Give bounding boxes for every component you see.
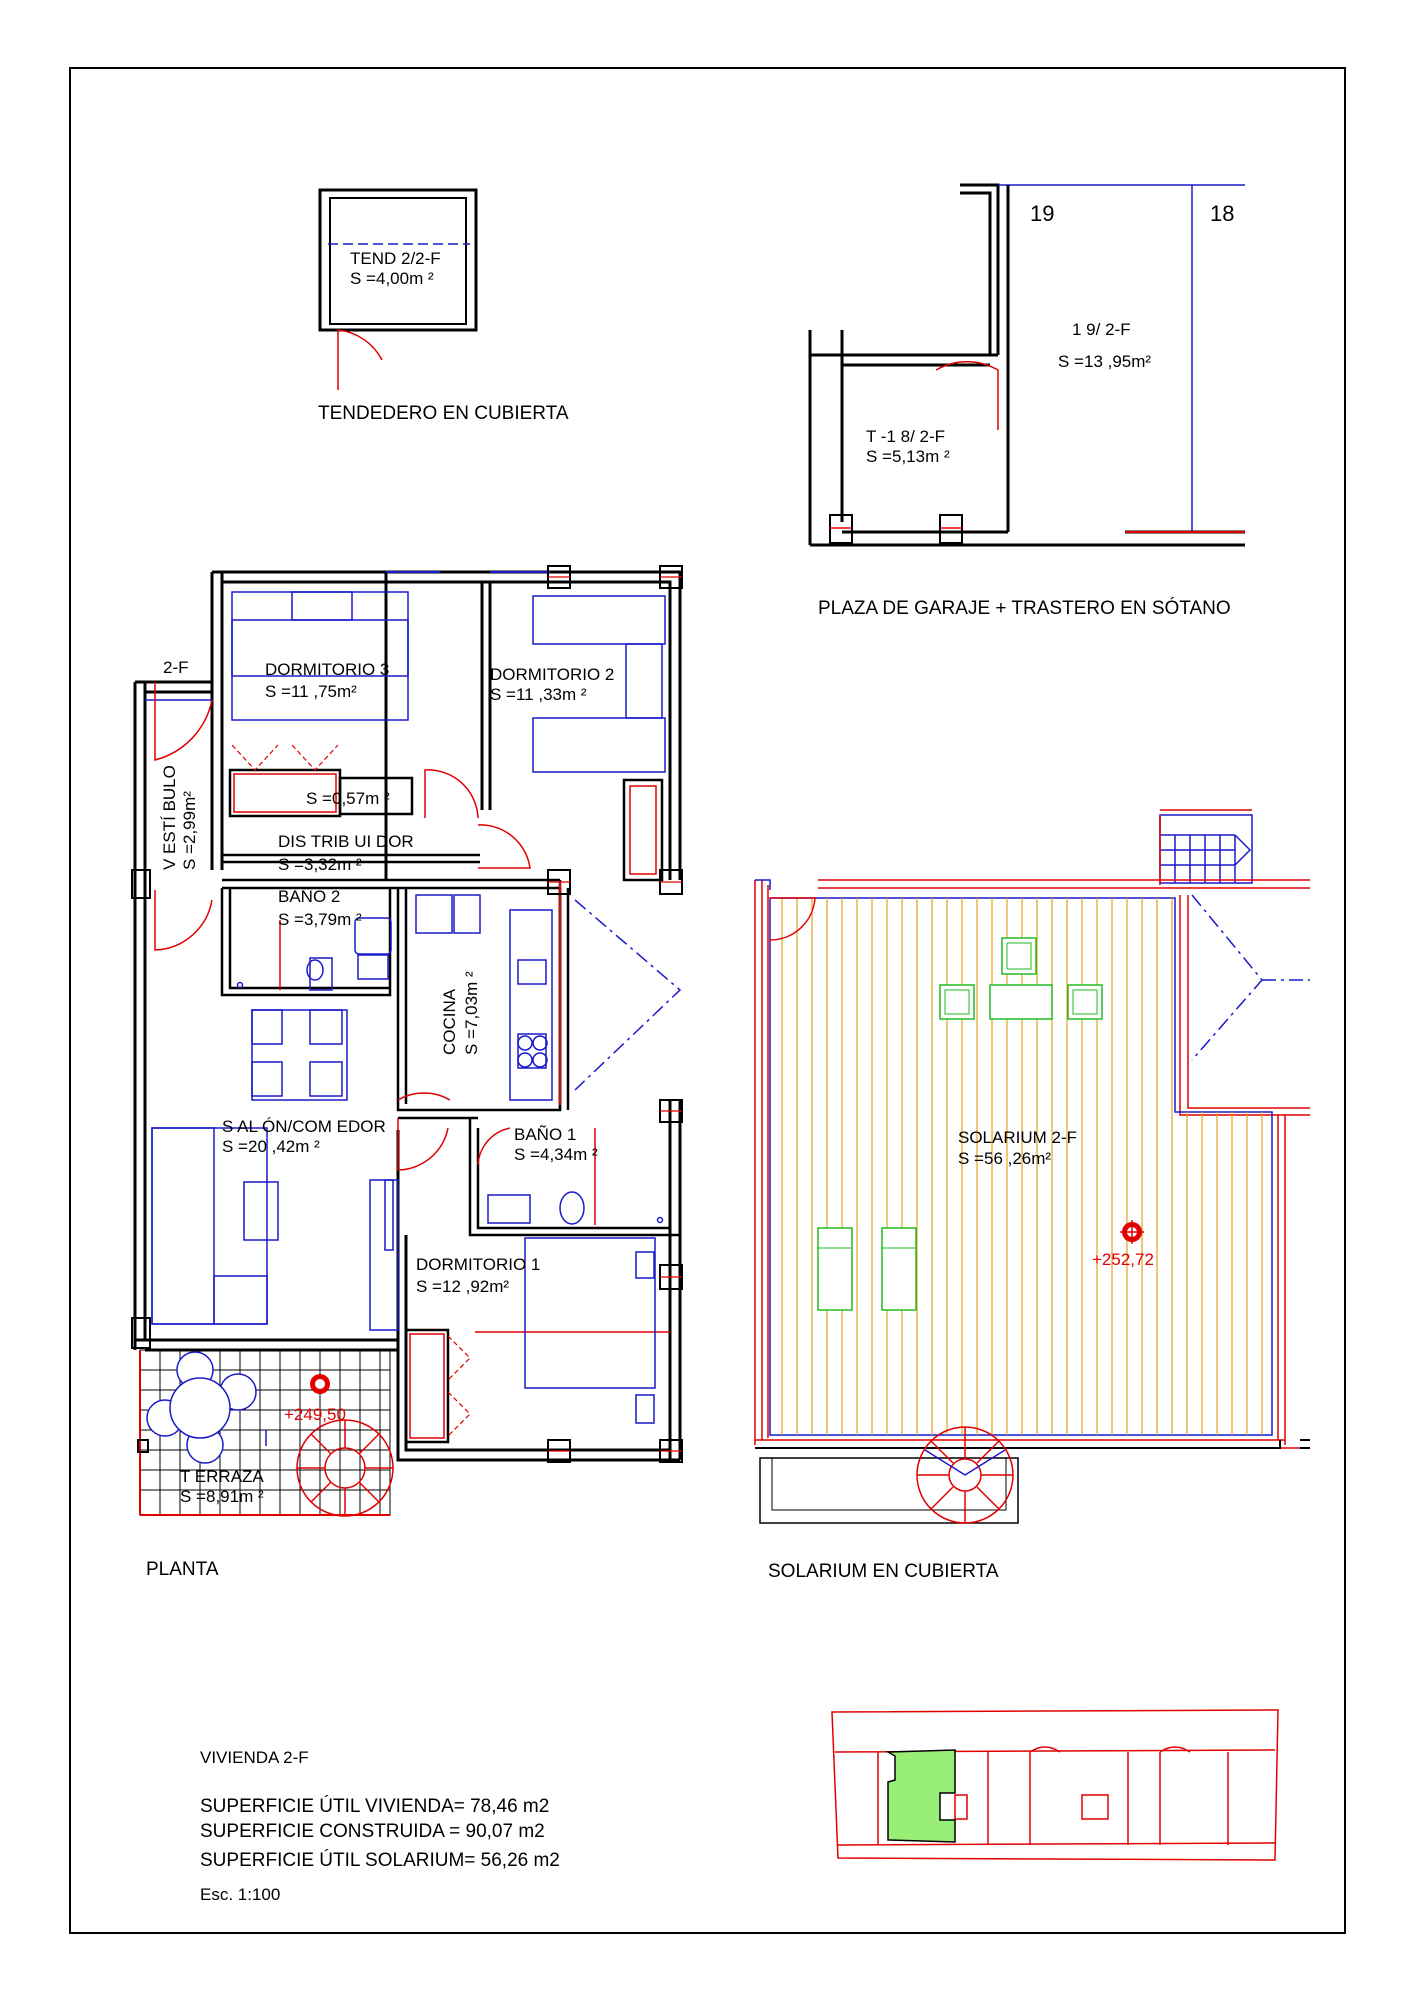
summary-line-1: SUPERFICIE ÚTIL VIVIENDA= 78,46 m2 (200, 1795, 549, 1817)
armario-area: S =0,57m ² (306, 789, 390, 808)
caption-tendedero: TENDEDERO EN CUBIERTA (318, 403, 569, 424)
garage-space-name: 1 9/ 2-F (1072, 320, 1131, 339)
garage-slot-18: 18 (1210, 201, 1234, 226)
terraza-area: S =8,91m ² (180, 1487, 264, 1506)
garage-slot-19: 19 (1030, 201, 1054, 226)
caption-garaje: PLAZA DE GARAJE + TRASTERO EN SÓTANO (818, 597, 1231, 619)
solarium-drawing: SOLARIUM 2-F S =56 ,26m² +252,72 (754, 809, 1310, 1524)
terraza-name: T ERRAZA (180, 1467, 264, 1486)
bano1-area: S =4,34m ² (514, 1145, 598, 1164)
caption-planta: PLANTA (146, 1559, 219, 1580)
distribuidor-area: S =3,32m ² (278, 855, 362, 874)
storage-area: S =5,13m ² (866, 447, 950, 466)
cocina-name: COCINA (440, 988, 459, 1055)
cocina-area: S =7,03m ² (462, 971, 481, 1055)
dormitorio2-area: S =11 ,33m ² (490, 685, 587, 704)
bano2-name: BAÑO 2 (278, 887, 340, 906)
dormitorio2-name: DORMITORIO 2 (490, 665, 614, 684)
tendedero-area: S =4,00m ² (350, 269, 434, 288)
key-plan-highlighted-unit (885, 1749, 956, 1843)
summary-line-3: SUPERFICIE ÚTIL SOLARIUM= 56,26 m2 (200, 1849, 560, 1871)
solarium-level: +252,72 (1092, 1250, 1154, 1269)
summary-line-2: SUPERFICIE CONSTRUIDA = 90,07 m2 (200, 1821, 545, 1842)
unit-label: 2-F (163, 658, 189, 677)
scale-label: Esc. 1:100 (200, 1885, 280, 1904)
vestibulo-area: S =2,99m² (180, 791, 199, 870)
garage-space-area: S =13 ,95m² (1058, 352, 1151, 371)
distribuidor-name: DIS TRIB UI DOR (278, 832, 414, 851)
tendedero-drawing: TEND 2/2-F S =4,00m ² (318, 188, 478, 390)
caption-solarium: SOLARIUM EN CUBIERTA (768, 1561, 999, 1582)
dormitorio1-name: DORMITORIO 1 (416, 1255, 540, 1274)
vestibulo-name: V ESTÍ BULO (160, 765, 179, 870)
dormitorio3-name: DORMITORIO 3 (265, 660, 389, 679)
main-plan-drawing: 2-F DORMITORIO 3 S =11 ,75m² DORMITORIO … (131, 565, 683, 1517)
storage-name: T -1 8/ 2-F (866, 427, 945, 446)
salon-name: S AL ÓN/COM EDOR (222, 1117, 386, 1136)
dormitorio3-area: S =11 ,75m² (265, 682, 357, 701)
dormitorio1-area: S =12 ,92m² (416, 1277, 509, 1296)
plan-level: +249,50 (284, 1405, 346, 1424)
sheet-border (69, 67, 1346, 1934)
salon-area: S =20 ,42m ² (222, 1137, 320, 1156)
bano1-name: BAÑO 1 (514, 1125, 576, 1144)
garage-drawing: 19 18 1 9/ 2-F S =13 ,95m² T -1 8/ 2-F S… (808, 183, 1245, 547)
solarium-name: SOLARIUM 2-F (958, 1128, 1077, 1147)
solarium-area: S =56 ,26m² (958, 1149, 1051, 1168)
bano2-area: S =3,79m ² (278, 910, 362, 929)
tendedero-name: TEND 2/2-F (350, 249, 441, 268)
sheet-title: VIVIENDA 2-F (200, 1748, 309, 1767)
